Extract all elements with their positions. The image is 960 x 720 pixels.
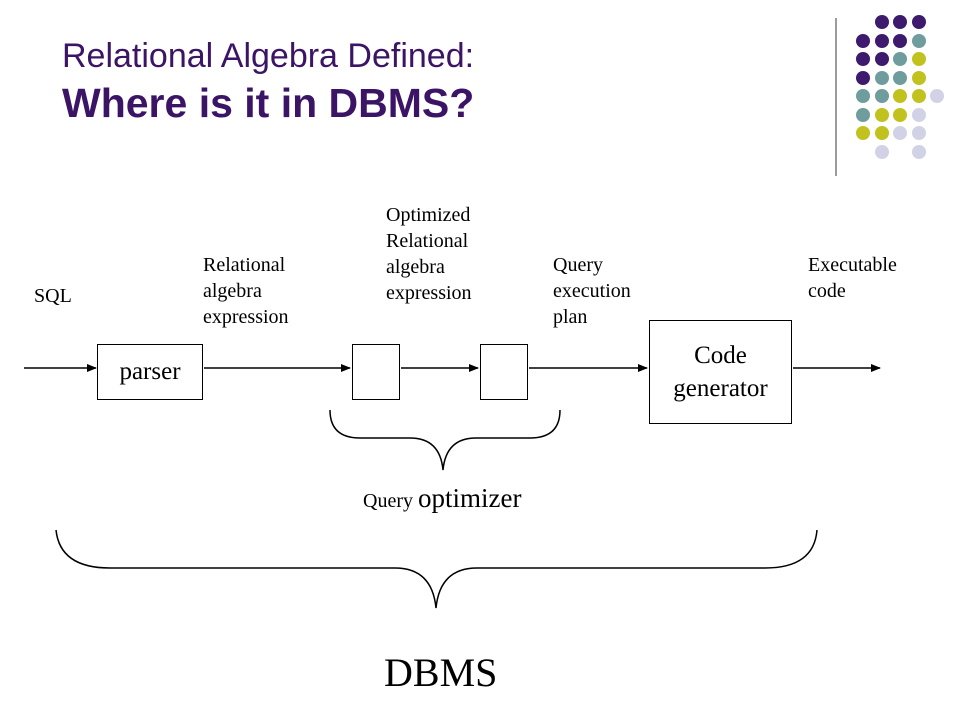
decorative-dot (874, 144, 889, 159)
query-optimizer-word-2: optimizer (417, 483, 522, 513)
box-line: Code (694, 342, 747, 369)
decorative-dot (911, 107, 926, 122)
decorative-dot (856, 70, 870, 85)
label-executable-code: Executable code (808, 252, 897, 304)
decorative-dot (874, 52, 889, 66)
label-line: algebra (386, 256, 445, 278)
label-line: plan (553, 306, 588, 328)
label-line: Relational (386, 230, 469, 252)
label-line: expression (386, 282, 472, 304)
decorative-dot (893, 70, 907, 85)
label-line: Optimized (386, 204, 471, 226)
decorative-dot (874, 70, 889, 85)
decorative-dot (893, 107, 907, 122)
decorative-dot (893, 15, 907, 29)
optimizer-stage-2-box (480, 344, 528, 400)
decorative-dot (911, 126, 926, 140)
decorative-dot (911, 33, 926, 48)
decorative-dot (911, 15, 926, 29)
decorative-dot (930, 89, 944, 103)
label-relational-algebra-expression: Relational algebra expression (203, 252, 289, 330)
parser-box: parser (97, 344, 203, 400)
label-line: Query (553, 254, 603, 276)
decorative-dot (874, 126, 889, 140)
decorative-dot (856, 107, 870, 122)
decorative-dot (893, 33, 907, 48)
query-optimizer-word-1: Query (363, 490, 418, 512)
label-line: code (808, 280, 846, 302)
title-line-2: Where is it in DBMS? (62, 79, 475, 126)
label-line: expression (203, 306, 289, 328)
code-generator-box: Code generator (649, 320, 792, 424)
decorative-dot (911, 70, 926, 85)
decorative-dot (856, 52, 870, 66)
decorative-dot (893, 126, 907, 140)
decorative-dot (874, 107, 889, 122)
query-optimizer-brace (329, 409, 561, 471)
label-line: Executable (808, 254, 897, 276)
decorative-dot (856, 33, 870, 48)
dbms-brace (55, 529, 818, 609)
label-line: execution (553, 280, 631, 302)
decorative-dot (874, 33, 889, 48)
box-line: generator (673, 375, 768, 402)
label-optimized-expression: Optimized Relational algebra expression (386, 202, 472, 306)
dbms-label: DBMS (384, 650, 498, 695)
optimizer-stage-1-box (352, 344, 400, 400)
decorative-dot (856, 126, 870, 140)
label-sql: SQL (34, 285, 72, 307)
label-line: Relational (203, 254, 286, 276)
query-optimizer-label: Query optimizer (363, 483, 521, 514)
decorative-dot (911, 144, 926, 159)
decorative-dot (856, 89, 870, 103)
decorative-dot (911, 89, 926, 103)
title-line-1: Relational Algebra Defined: (62, 37, 475, 75)
decorative-dot (893, 89, 907, 103)
label-query-execution-plan: Query execution plan (553, 252, 631, 330)
slide-title: Relational Algebra Defined: Where is it … (62, 36, 474, 128)
decorative-dot (911, 52, 926, 66)
decorative-dot (874, 15, 889, 29)
label-line: algebra (203, 280, 262, 302)
decorative-dot (874, 89, 889, 103)
decorative-dot (893, 52, 907, 66)
